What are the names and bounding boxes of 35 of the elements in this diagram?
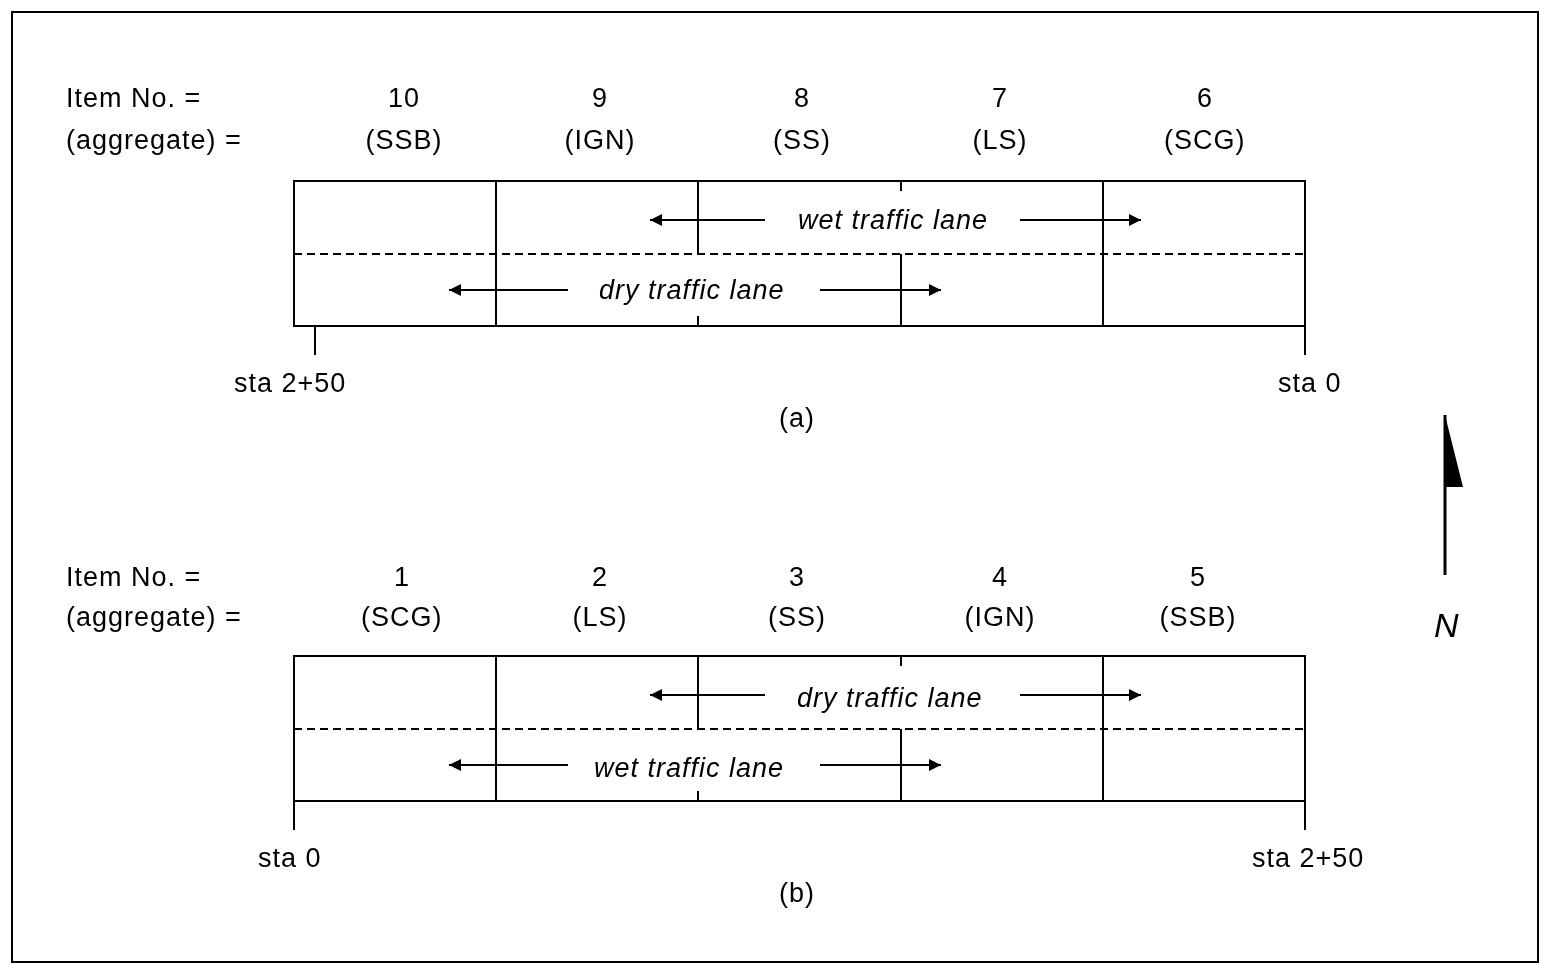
aggregate-code: (IGN)	[564, 126, 636, 154]
item-number: 1	[394, 563, 411, 591]
item-number: 7	[992, 84, 1009, 112]
item-number: 6	[1197, 84, 1214, 112]
lane-label: dry traffic lane	[599, 276, 785, 304]
north-label: N	[1434, 608, 1460, 642]
panel-label: (a)	[779, 404, 815, 432]
lane-label: wet traffic lane	[594, 754, 785, 782]
aggregate-code: (SSB)	[365, 126, 443, 154]
aggregate-code: (SCG)	[361, 603, 443, 631]
lane-label: wet traffic lane	[798, 206, 989, 234]
aggregate-code: (LS)	[972, 126, 1028, 154]
item-number: 5	[1190, 563, 1207, 591]
aggregate-label: (aggregate) =	[66, 603, 242, 631]
aggregate-code: (SCG)	[1164, 126, 1246, 154]
item-number: 8	[794, 84, 811, 112]
item-number: 2	[592, 563, 609, 591]
item-number-label: Item No. =	[66, 84, 202, 112]
aggregate-code: (IGN)	[964, 603, 1036, 631]
item-number-label: Item No. =	[66, 563, 202, 591]
aggregate-code: (LS)	[572, 603, 628, 631]
aggregate-code: (SS)	[768, 603, 826, 631]
item-number: 4	[992, 563, 1009, 591]
panel-label: (b)	[779, 879, 815, 907]
item-number: 3	[789, 563, 806, 591]
station-label: sta 0	[258, 844, 322, 872]
aggregate-label: (aggregate) =	[66, 126, 242, 154]
item-number: 10	[388, 84, 421, 112]
station-label: sta 2+50	[1252, 844, 1365, 872]
station-label: sta 2+50	[234, 369, 347, 397]
aggregate-code: (SS)	[773, 126, 831, 154]
station-label: sta 0	[1278, 369, 1342, 397]
item-number: 9	[592, 84, 609, 112]
aggregate-code: (SSB)	[1159, 603, 1237, 631]
lane-label: dry traffic lane	[797, 684, 983, 712]
